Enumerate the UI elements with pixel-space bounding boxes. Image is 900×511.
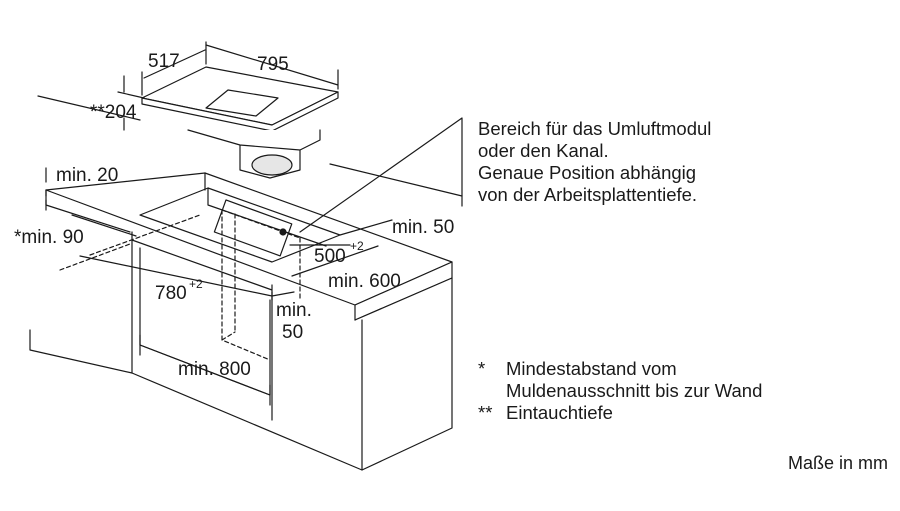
dim-780: 780 — [155, 283, 187, 304]
dim-min-90: *min. 90 — [14, 227, 84, 248]
duct-box — [213, 199, 293, 257]
legend-item: ** Eintauchtiefe — [478, 402, 762, 424]
dim-500: 500 — [314, 246, 346, 267]
dim-line-min600 — [291, 245, 379, 277]
footnote-legend: * Mindestabstand vom Muldenausschnitt bi… — [478, 358, 762, 424]
dim-517: 517 — [148, 51, 180, 72]
legend-mark: ** — [478, 402, 493, 423]
dim-min-800: min. 800 — [178, 359, 251, 380]
callout-leader — [299, 117, 463, 233]
cabinet-front — [131, 231, 363, 471]
duct-hole — [279, 228, 287, 236]
duct-area-dashed — [59, 209, 301, 361]
dim-line-min90 — [71, 214, 137, 237]
dim-795: 795 — [257, 54, 289, 75]
dim-line-min800 — [139, 334, 271, 406]
dim-204: **204 — [90, 102, 137, 123]
dim-min-50-mid-value: 50 — [282, 322, 303, 343]
dim-min-50-right: min. 50 — [392, 217, 454, 238]
legend-item: * Mindestabstand vom Muldenausschnitt bi… — [478, 358, 762, 402]
units-label: Maße in mm — [787, 453, 888, 473]
dim-line-204 — [117, 75, 145, 131]
dim-min-600: min. 600 — [328, 271, 401, 292]
dim-780-tolerance: +2 — [189, 277, 203, 291]
note-line: Genaue Position abhängig — [478, 162, 697, 183]
legend-text: Mindestabstand vom — [506, 358, 677, 379]
note-line: oder den Kanal. — [478, 140, 609, 161]
fan-unit — [251, 154, 293, 176]
cutout-inner-wall — [207, 187, 327, 247]
dim-500-tolerance: +2 — [350, 239, 364, 253]
dim-line-517 — [141, 41, 207, 96]
dim-line-795 — [205, 44, 339, 90]
dim-line-min50-right — [339, 219, 393, 236]
note-line: von der Arbeitsplattentiefe. — [478, 184, 698, 205]
wall-base-left — [29, 329, 133, 374]
legend-text: Eintauchtiefe — [506, 402, 613, 423]
wall-line-top — [37, 95, 463, 197]
legend-text: Muldenausschnitt bis zur Wand — [506, 380, 763, 401]
cooktop-edge — [141, 91, 339, 132]
dim-min-20: min. 20 — [56, 165, 118, 186]
dim-line-780 — [79, 255, 273, 297]
note-line: Bereich für das Umluftmodul — [478, 118, 712, 139]
module-area-note: Bereich für das Umluftmodul oder den Kan… — [478, 118, 711, 206]
cooktop-underside — [187, 129, 321, 179]
dim-line-min50-mid — [271, 291, 295, 301]
dim-min-50-mid-label: min. — [276, 300, 312, 321]
legend-mark: * — [478, 358, 486, 379]
cabinet-side — [354, 277, 453, 471]
cooktop-vent — [205, 89, 279, 117]
